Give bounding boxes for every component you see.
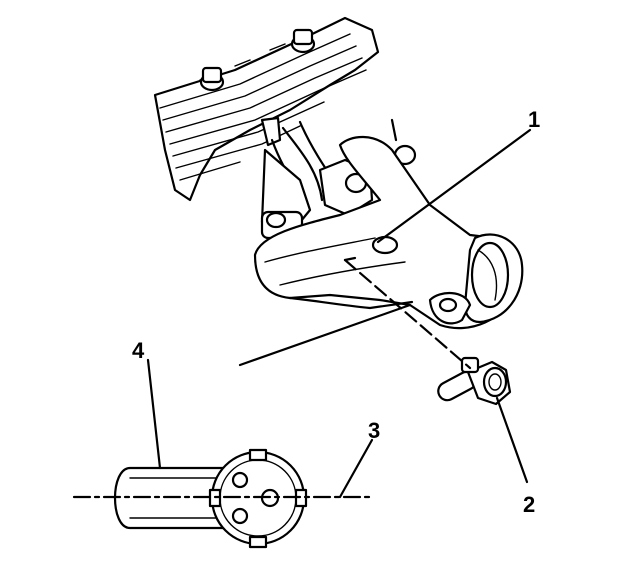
- reference-lines: [72, 128, 532, 499]
- manifold-bolt-a: [199, 66, 225, 92]
- manifold-bolt-b: [290, 28, 316, 54]
- callout-1: 1: [528, 107, 541, 132]
- intake-manifold: [153, 16, 380, 202]
- egr-tube-assembly: [260, 116, 417, 240]
- exhaust-manifold: [253, 135, 524, 330]
- callout-2: 2: [523, 492, 536, 517]
- sensor-end-view: [113, 448, 308, 549]
- callout-4: 4: [132, 338, 145, 363]
- oxygen-sensor: [437, 356, 512, 406]
- callout-3: 3: [368, 418, 381, 443]
